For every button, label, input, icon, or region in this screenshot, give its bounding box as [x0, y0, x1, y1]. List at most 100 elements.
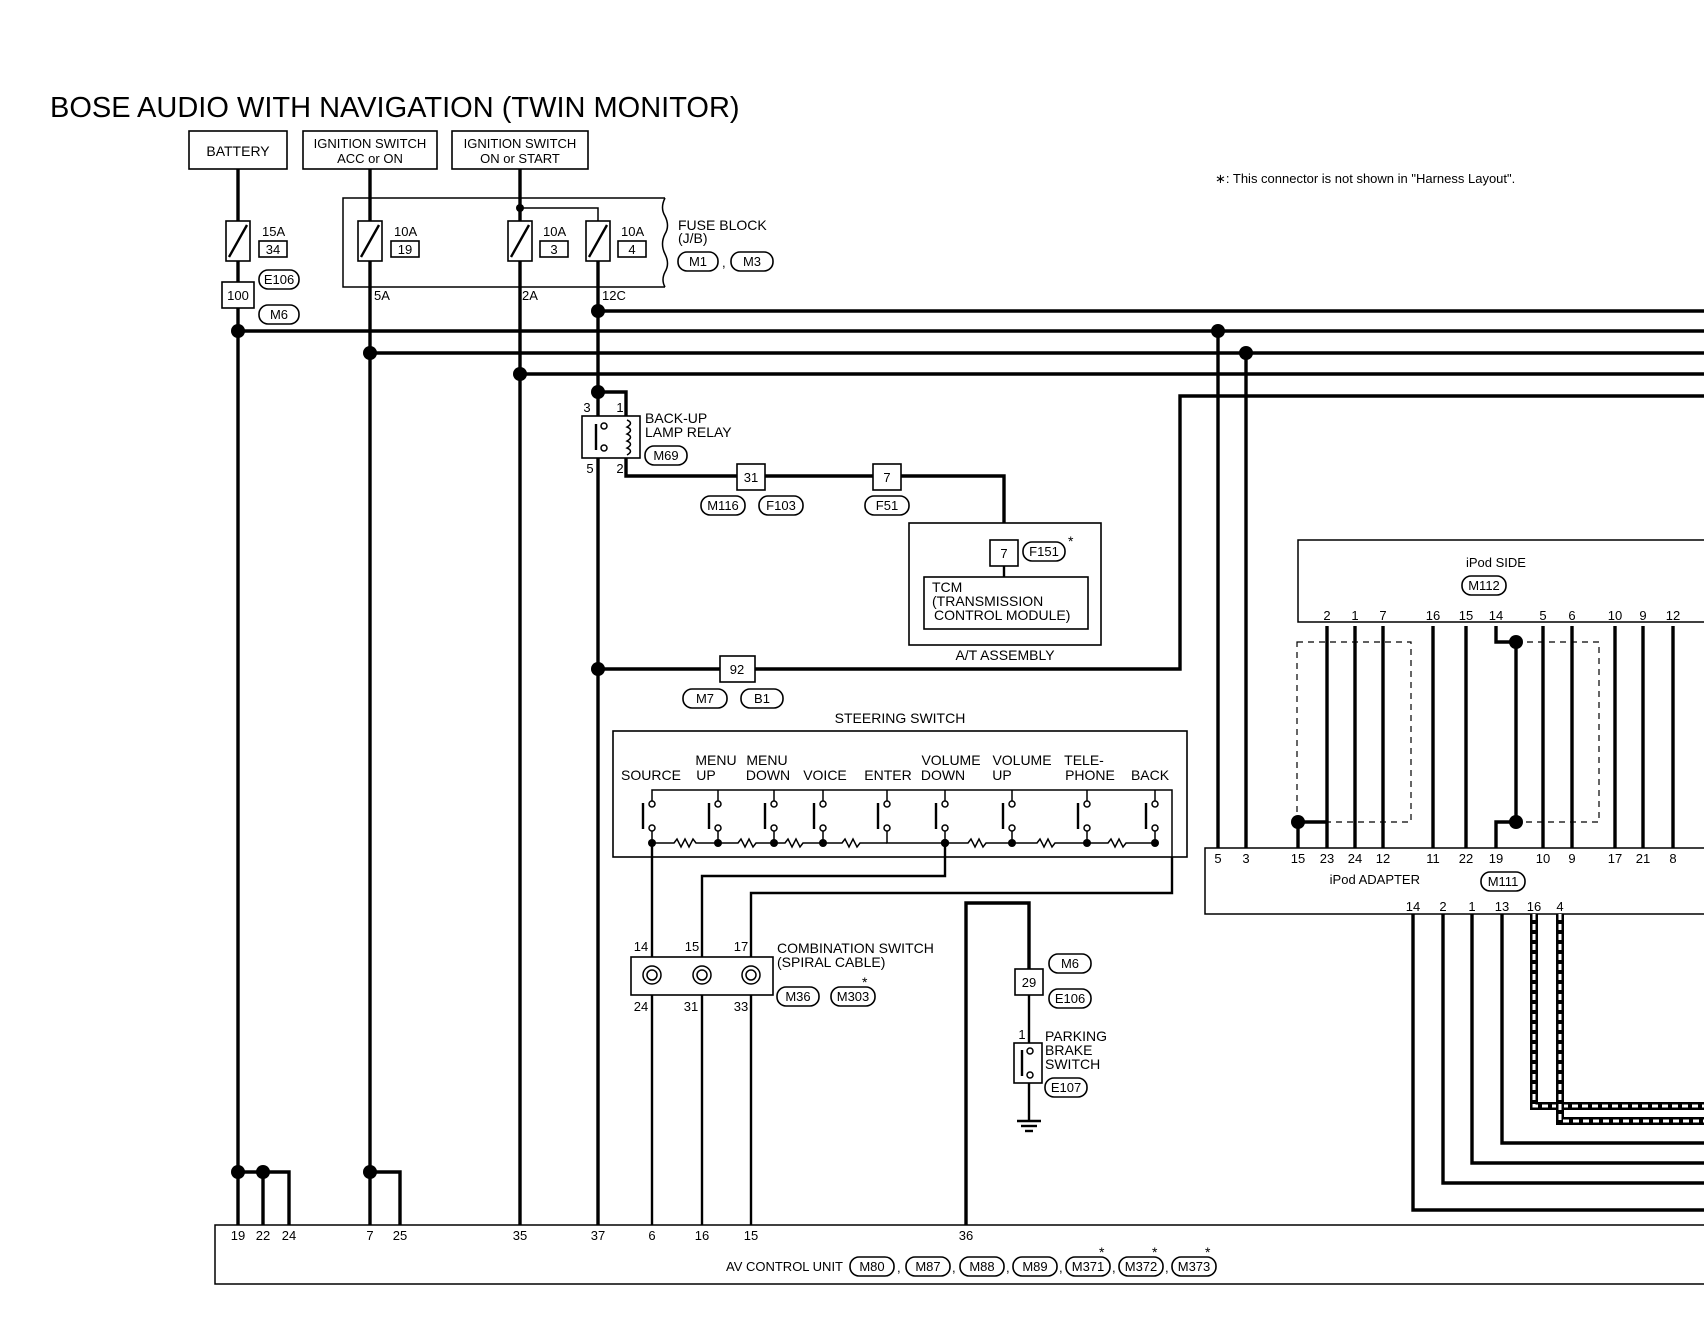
joint-7-conn-f51: F51	[876, 498, 898, 513]
ipod-side: iPod SIDE M112 2 1 7 16 15 14 5 6 10 9 1…	[1291, 539, 1704, 848]
relay-pin-2: 2	[616, 461, 623, 476]
combo-name-2: (SPIRAL CABLE)	[777, 954, 885, 970]
combo-bottom-pin-31: 31	[684, 999, 698, 1014]
battery-label: BATTERY	[206, 143, 270, 159]
fuse-15a: 15A 34	[225, 169, 288, 282]
fuse-19-rating: 10A	[394, 224, 417, 239]
joint-92-pin: 92	[730, 662, 744, 677]
ipod-adapter-pin-9: 9	[1568, 851, 1575, 866]
parking-joint-pin: 29	[1022, 975, 1036, 990]
tcm-pin: 7	[1000, 546, 1007, 561]
backup-lamp-relay: 3 1 5 2 BACK-UP LAMP RELAY M69	[581, 385, 1006, 1225]
ipod-adapter: 5 3 15 23 24 12 11 22 19 10 9 17 21 8 iP…	[1204, 847, 1704, 915]
ign-on-label-2: ON or START	[480, 151, 560, 166]
ipod-adapter-pin-11: 11	[1426, 851, 1440, 866]
av-pin-6: 6	[648, 1228, 655, 1243]
parking-name-2: BRAKE	[1045, 1042, 1092, 1058]
ipod-adapter-bottom-pin-13: 13	[1495, 899, 1509, 914]
ipod-side-conn-m112: M112	[1468, 578, 1500, 593]
parking-brake-switch: 29 M6 E106 1 PARKING BRAKE SWITCH E107	[964, 901, 1107, 1225]
ipod-side-pin-5: 5	[1539, 608, 1546, 623]
ipod-adapter-pin-8: 8	[1669, 851, 1676, 866]
joint-92-conn-m7: M7	[696, 691, 714, 706]
joint-92-conn-b1: B1	[754, 691, 770, 706]
sw-voice-label: VOICE	[803, 767, 847, 783]
fuse-block: FUSE BLOCK (J/B) M1 , M3 10A 19 5A 10A 3…	[342, 169, 774, 303]
steering-switch: STEERING SWITCH SOURCE MENU UP MENU DOWN…	[612, 710, 1188, 858]
tcm-label-2: (TRANSMISSION	[932, 593, 1043, 609]
av-conn-sep-1: ,	[897, 1260, 901, 1275]
ipod-adapter-pin-22: 22	[1459, 851, 1473, 866]
sw-menu-up-label-1: MENU	[695, 752, 736, 768]
combo-bottom-pin-33: 33	[734, 999, 748, 1014]
av-conn-sep-5: ,	[1112, 1260, 1116, 1275]
fuse-3-rating: 10A	[543, 224, 566, 239]
combo-asterisk: *	[862, 974, 868, 990]
parking-joint-conn-m6: M6	[1061, 956, 1079, 971]
tcm-label-3: CONTROL MODULE)	[934, 607, 1070, 623]
ipod-adapter-bottom-pin-14: 14	[1406, 899, 1420, 914]
sw-tel-label-1: TELE-	[1064, 752, 1104, 768]
av-conn-m373: M373	[1178, 1259, 1211, 1274]
combo-conn-m36: M36	[785, 989, 810, 1004]
ign-on-label-1: IGNITION SWITCH	[464, 136, 577, 151]
relay-pin-3: 3	[583, 400, 590, 415]
ipod-adapter-pin-5: 5	[1214, 851, 1221, 866]
joint-31-conn-m116: M116	[707, 498, 739, 513]
ipod-adapter-pin-10: 10	[1536, 851, 1550, 866]
power-wires	[231, 261, 1704, 1225]
sw-vol-down-label-2: DOWN	[921, 767, 965, 783]
av-conn-sep-3: ,	[1006, 1260, 1010, 1275]
ipod-adapter-bottom-pin-4: 4	[1556, 899, 1563, 914]
combo-name-1: COMBINATION SWITCH	[777, 940, 934, 956]
ipod-side-pin-7: 7	[1379, 608, 1386, 623]
av-conn-m80: M80	[859, 1259, 884, 1274]
ipod-adapter-pin-23: 23	[1320, 851, 1334, 866]
av-pin-25: 25	[393, 1228, 407, 1243]
fuse-block-sep: ,	[722, 255, 726, 270]
harness-note: ∗: This connector is not shown in "Harne…	[1215, 171, 1515, 186]
fuse-block-out-2a: 2A	[522, 288, 538, 303]
sw-enter-label: ENTER	[864, 767, 911, 783]
joint-31-conn-f103: F103	[766, 498, 796, 513]
at-assembly-label: A/T ASSEMBLY	[955, 647, 1055, 663]
av-conn-sep-2: ,	[952, 1260, 956, 1275]
av-conn-sep-6: ,	[1165, 1260, 1169, 1275]
sw-vol-up-label-1: VOLUME	[992, 752, 1051, 768]
fuse-block-conn-m1: M1	[689, 254, 707, 269]
switch-contacts	[641, 800, 1159, 832]
av-control-unit: 19 22 24 7 25 35 37 6 16 15 36 AV CONTRO…	[214, 1165, 1704, 1285]
joint-7-pin: 7	[883, 470, 890, 485]
battery-connector-e106: E106	[264, 272, 294, 287]
ipod-side-pin-12: 12	[1666, 608, 1680, 623]
av-pin-35: 35	[513, 1228, 527, 1243]
ipod-side-pin-15: 15	[1459, 608, 1473, 623]
av-conn-m372-asterisk: *	[1152, 1244, 1158, 1260]
ipod-adapter-conn-m111: M111	[1488, 874, 1519, 889]
combination-switch: 14 15 17 24 31 33 COMBINATION SWITCH (SP…	[630, 939, 934, 1225]
parking-name-1: PARKING	[1045, 1028, 1107, 1044]
sw-vol-down-label-1: VOLUME	[921, 752, 980, 768]
joint-31-pin: 31	[744, 470, 758, 485]
joint-connector-7: 7 F51	[864, 463, 910, 516]
av-conn-m87: M87	[915, 1259, 940, 1274]
av-pin-19: 19	[231, 1228, 245, 1243]
ipod-side-pin-10: 10	[1608, 608, 1622, 623]
tcm-asterisk: *	[1068, 533, 1074, 549]
steering-wires	[650, 843, 1174, 957]
ipod-adapter-pin-19: 19	[1489, 851, 1503, 866]
av-conn-sep-4: ,	[1059, 1260, 1063, 1275]
ipod-adapter-bottom-pin-2: 2	[1439, 899, 1446, 914]
sw-vol-up-label-2: UP	[992, 767, 1011, 783]
av-conn-m372: M372	[1125, 1259, 1158, 1274]
fuse-15a-number: 34	[266, 242, 280, 257]
ipod-side-title: iPod SIDE	[1466, 555, 1526, 570]
ignition-acc-box: IGNITION SWITCH ACC or ON	[302, 130, 438, 170]
at-assembly: 7 F151 * TCM (TRANSMISSION CONTROL MODUL…	[908, 522, 1102, 663]
sw-source-label: SOURCE	[621, 767, 681, 783]
av-conn-m371: M371	[1072, 1259, 1105, 1274]
tcm-conn-f151: F151	[1029, 544, 1059, 559]
steering-switch-title: STEERING SWITCH	[835, 710, 966, 726]
av-pin-15: 15	[744, 1228, 758, 1243]
parking-switch-conn-e107: E107	[1051, 1080, 1081, 1095]
